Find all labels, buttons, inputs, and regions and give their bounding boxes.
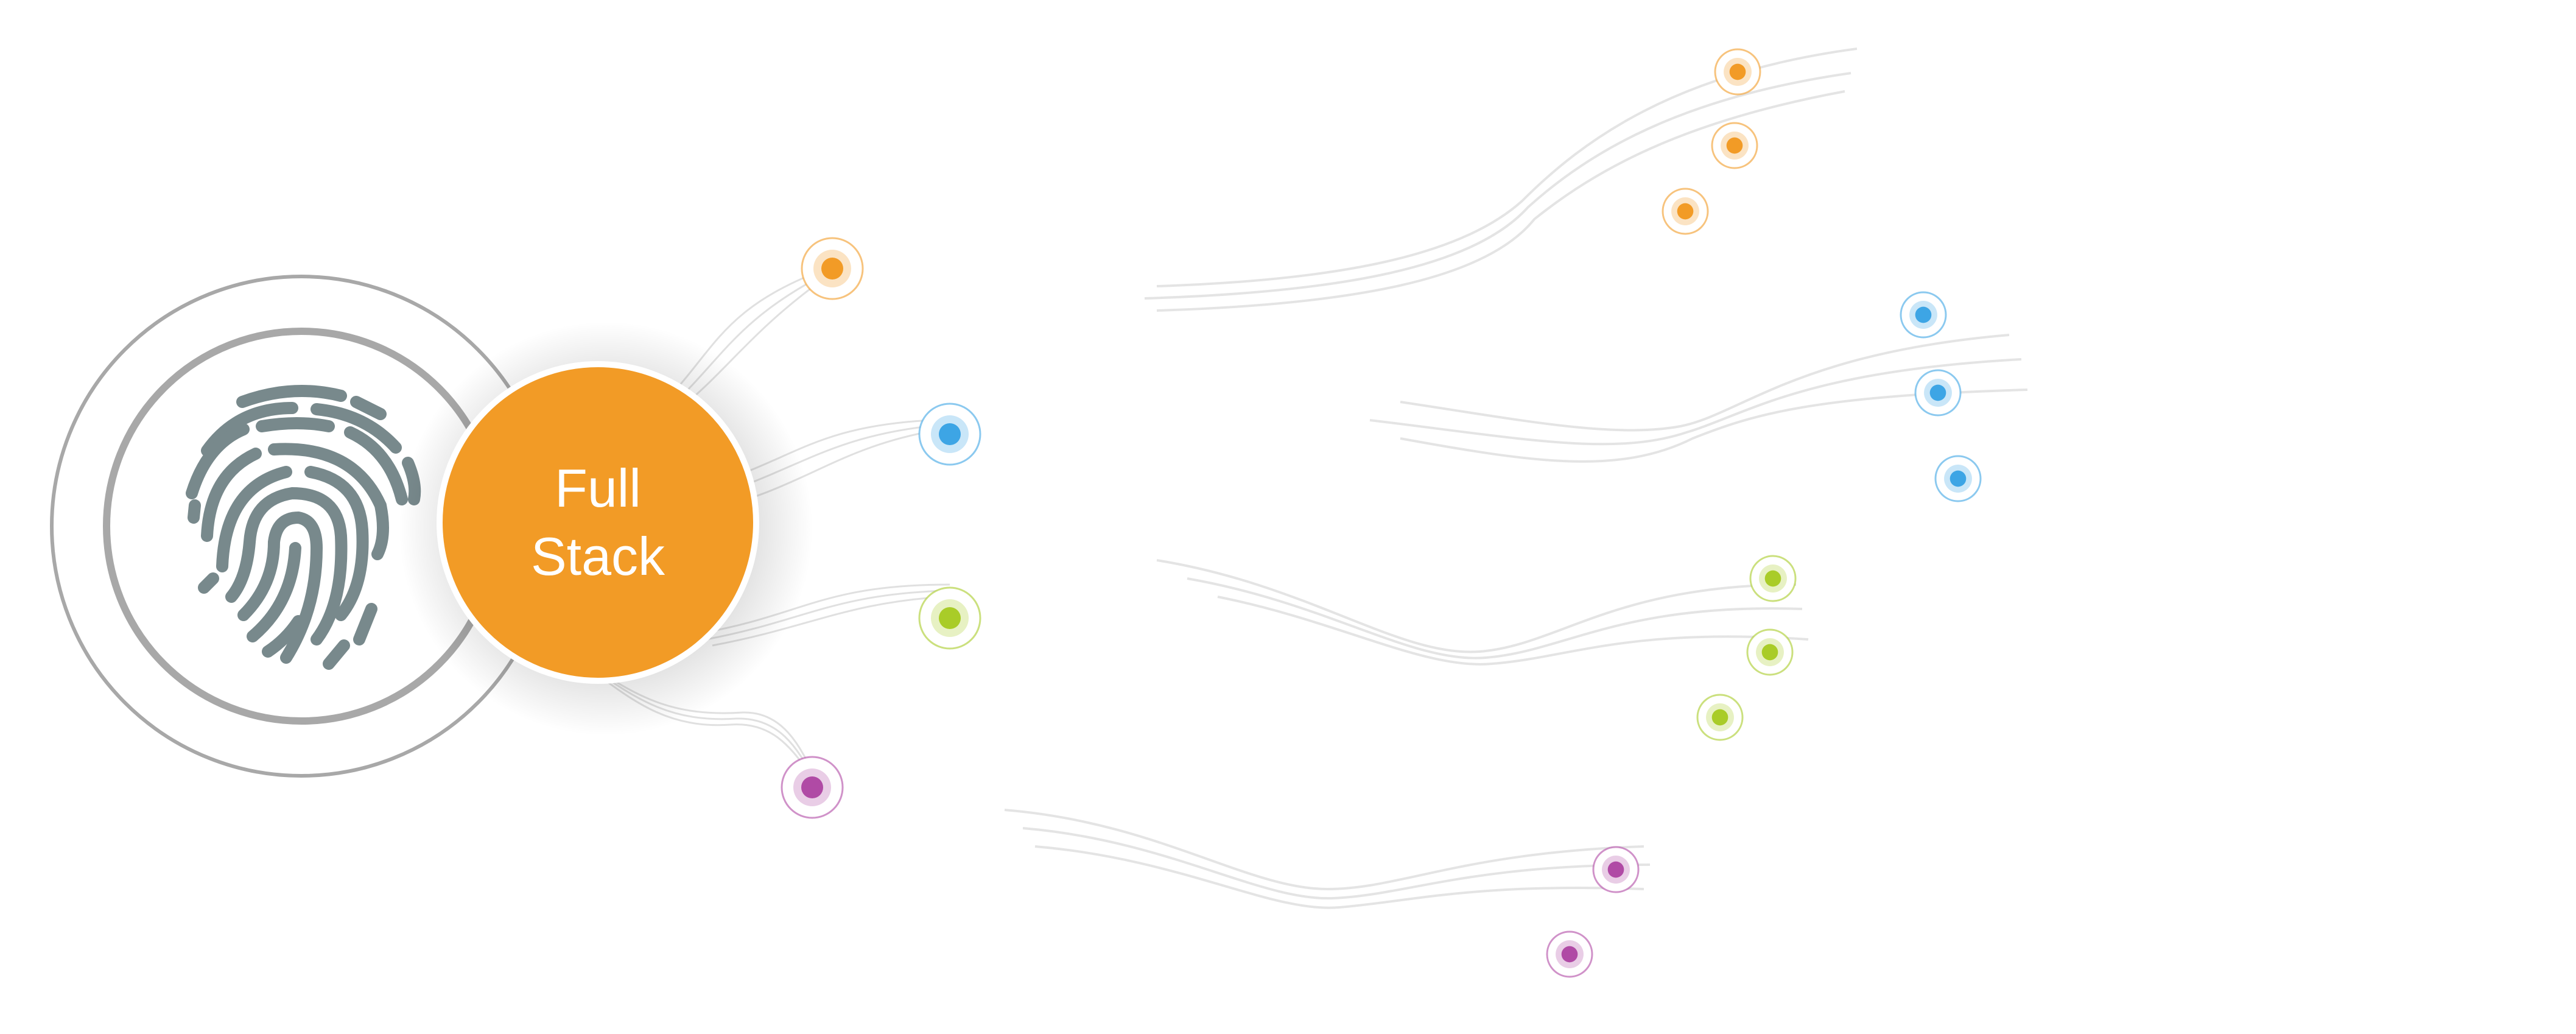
orange-node-dot [821, 258, 843, 280]
green-primary-node[interactable] [918, 586, 981, 650]
orange-node-dot [1677, 203, 1694, 220]
blue-node-dot [1929, 384, 1946, 401]
blue-leaf-node[interactable] [1934, 455, 1982, 502]
green-leaf-node[interactable] [1749, 555, 1797, 602]
green-leaf-node[interactable] [1696, 694, 1744, 741]
purple-primary-node[interactable] [781, 756, 844, 819]
fingerprint-icon [186, 385, 421, 670]
far-flows [1004, 47, 2028, 909]
purple-node-dot [801, 776, 823, 798]
orange-node-dot [1729, 63, 1746, 80]
orange-leaf-node[interactable] [1714, 48, 1761, 96]
orange-primary-node[interactable] [801, 237, 864, 300]
orange-leaf-node[interactable] [1662, 188, 1709, 235]
purple-leaf-node[interactable] [1592, 846, 1640, 893]
blue-leaf-node[interactable] [1914, 369, 1962, 417]
blue-node-dot [1915, 306, 1932, 323]
green-node-dot [1711, 709, 1728, 726]
green-node-dot [1761, 644, 1778, 661]
green-node-dot [939, 607, 961, 629]
nodes [781, 48, 1982, 978]
blue-leaf-node[interactable] [1900, 291, 1947, 339]
blue-node-dot [939, 423, 961, 445]
green-node-dot [1764, 570, 1781, 587]
purple-node-dot [1607, 861, 1624, 878]
blue-primary-node[interactable] [918, 403, 981, 466]
orange-node-dot [1726, 137, 1743, 154]
purple-leaf-node[interactable] [1546, 930, 1593, 978]
orange-leaf-node[interactable] [1711, 122, 1758, 169]
purple-node-dot [1561, 946, 1578, 963]
center-node[interactable] [437, 361, 759, 684]
blue-node-dot [1950, 470, 1967, 487]
green-leaf-node[interactable] [1746, 628, 1794, 676]
